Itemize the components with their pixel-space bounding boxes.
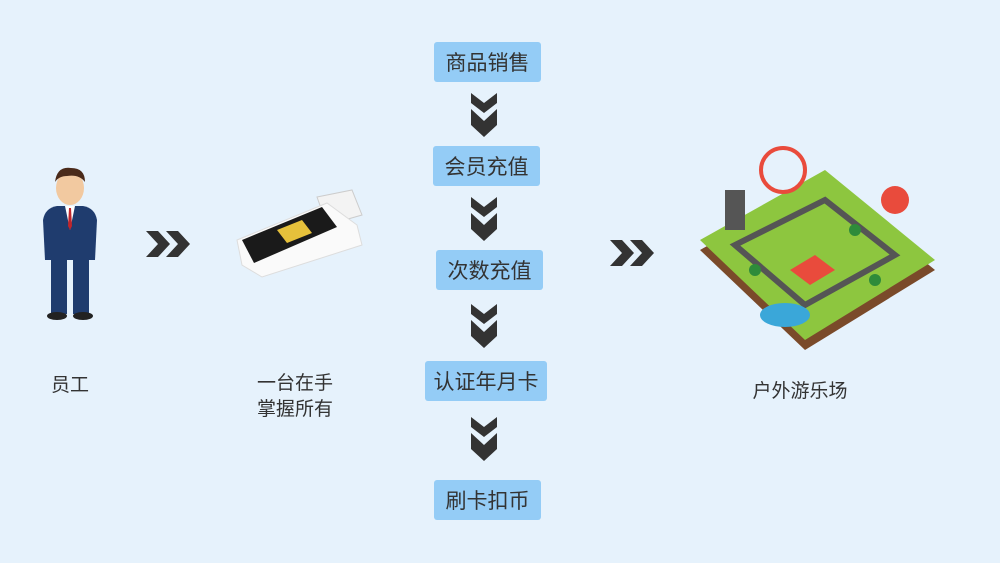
down-arrow-icon	[471, 304, 497, 348]
step-box-count-topup: 次数充值	[436, 250, 543, 290]
step-box-product-sales: 商品销售	[434, 42, 541, 82]
down-arrow-icon	[471, 197, 497, 241]
step-box-member-topup: 会员充值	[433, 146, 540, 186]
employee-illustration	[43, 167, 97, 320]
down-arrow-icon	[471, 417, 497, 461]
right-arrow-icon	[610, 240, 654, 266]
right-arrow-icon	[146, 231, 190, 257]
step-box-card-deduct: 刷卡扣币	[434, 480, 541, 520]
pos-device-illustration	[236, 189, 363, 278]
device-label-line2: 掌握所有	[256, 398, 333, 420]
employee-label: 员工	[50, 374, 89, 396]
device-label: 一台在手掌握所有	[240, 370, 350, 422]
park-label: 户外游乐场	[752, 380, 848, 402]
device-label-line1: 一台在手	[256, 372, 333, 394]
step-box-annual-card: 认证年月卡	[425, 361, 547, 401]
amusement-park-illustration	[700, 146, 935, 350]
down-arrow-icon	[471, 93, 497, 137]
